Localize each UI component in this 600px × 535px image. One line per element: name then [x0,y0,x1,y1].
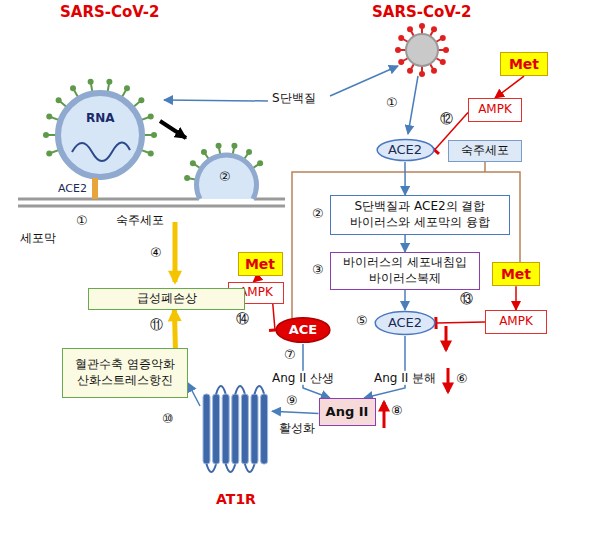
decrease-arrow [447,368,450,392]
edge-label: 활성화 [277,421,317,435]
host-cell-box: 숙주세포 [448,140,522,162]
drug-box: Met [238,252,283,276]
increase-arrow [383,402,386,428]
binding-arrow [408,76,418,134]
callout-number: ⑤ [356,314,368,329]
node-text: 혈관수축 염증악화 산화스트레스항진 [75,357,175,388]
part-label: S단백질 [272,92,316,106]
enzyme-box: AMPK [468,98,522,122]
flow-arrow [174,310,175,348]
callout-number: ⑩ [162,412,174,427]
node-text: 바이러스의 세포내침입 바이러스복제 [337,255,473,286]
callout-number: ① [386,96,398,111]
callout-number: ⑨ [286,394,298,409]
enzyme-box: AMPK [485,310,547,334]
callout-number: ⑫ [440,112,453,127]
callout-number: ② [312,207,324,222]
hormone-box: Ang II [319,398,376,426]
receptor-ellipse: ACE2 [376,138,435,162]
callout-number: ③ [312,263,324,278]
callout-number: ⑬ [460,292,473,307]
process-box: 바이러스의 세포내침입 바이러스복제 [330,252,480,290]
virus-name: SARS-CoV-2 [372,4,472,21]
node-text: AMPK [478,102,512,118]
node-text: ACE2 [388,315,422,332]
decrease-arrow [445,326,448,350]
node-text: AT1R [216,490,256,508]
flow-arrow [404,235,406,252]
outcome-box: 급성폐손상 [88,288,245,310]
ace2-receptor [92,178,98,199]
virus-particle [58,93,142,177]
callout-number: ② [219,170,231,185]
flow-arrow [272,411,319,413]
flow-arrow [364,336,405,398]
pointer-arrow [164,100,268,101]
part-label: 숙주세포 [116,214,164,228]
flow-arrow [404,290,406,310]
receptor-symbol: AT1R [200,380,272,510]
callout-number: ① [76,214,88,229]
cell-membrane [18,205,285,208]
edge-label: Ang II 산생 [270,371,336,385]
receptor-ellipse: ACE2 [374,310,436,336]
node-text: S단백질과 ACE2의 결합 바이러스와 세포막의 융합 [337,199,503,230]
fusion-arrow [160,121,186,138]
node-text: ACE [289,322,317,339]
effect-box: 혈관수축 염증악화 산화스트레스항진 [62,348,188,398]
callout-number: ⑭ [236,312,249,327]
node-text: Ang II [326,404,369,421]
flow-arrow [495,76,524,98]
pointer-arrow [330,66,398,96]
enzyme-ellipse: ACE [275,316,331,344]
callout-number: ⑪ [150,318,163,333]
drug-box: Met [492,262,540,286]
node-text: 숙주세포 [461,143,509,159]
flow-arrow [404,162,406,195]
virus-name: SARS-CoV-2 [60,4,160,21]
callout-number: ④ [150,246,162,261]
flow-arrow [515,286,517,310]
part-label: 세포막 [20,232,56,246]
flow-arrow [188,383,200,406]
spike-proteins [395,23,449,77]
inhibition-line [436,322,485,323]
node-text: 급성폐손상 [137,291,197,307]
node-text: Met [245,255,275,273]
rna-strand [72,142,130,161]
virus-particle [406,34,438,66]
receptor-helices [200,380,272,480]
fusing-virus [196,155,256,199]
callout-number: ⑦ [284,348,296,363]
edge-label: Ang II 분해 [372,371,438,385]
node-text: Met [509,55,539,73]
part-label: RNA [86,112,115,126]
inhibition-line [273,304,275,330]
drug-box: Met [500,52,548,76]
node-text: ACE2 [388,142,422,159]
process-box: S단백질과 ACE2의 결합 바이러스와 세포막의 융합 [330,195,510,235]
callout-number: ⑥ [456,372,468,387]
host-cell-bracket [292,162,520,318]
node-text: AMPK [499,314,533,330]
part-label: ACE2 [58,183,87,196]
node-text: Met [501,265,531,283]
callout-number: ⑧ [391,404,403,419]
yellow-arrow [173,222,178,282]
